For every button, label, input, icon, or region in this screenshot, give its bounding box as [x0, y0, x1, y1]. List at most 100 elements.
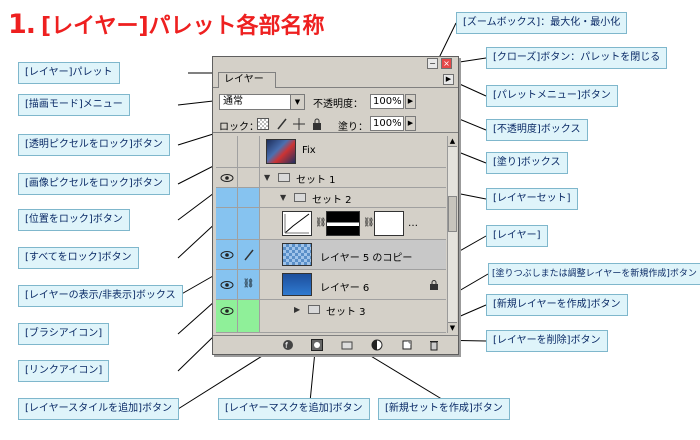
expand-triangle-icon[interactable]: ▶ [294, 305, 301, 314]
zoom-box-button[interactable]: − [427, 58, 438, 69]
layer-list: Fix ▼ セット 1 ▼ セット 2 ⛓ ⛓ [216, 136, 446, 333]
lock-all-button[interactable] [311, 118, 323, 130]
layer-set-row-3[interactable]: ▶ セット 3 [216, 300, 446, 333]
label-add-layer-mask: [レイヤーマスクを追加]ボタン [218, 398, 370, 420]
label-lock-image: [画像ピクセルをロック]ボタン [18, 173, 170, 195]
label-layer: [レイヤー] [486, 225, 548, 247]
layer-list-scrollbar[interactable]: ▲ ▼ [447, 136, 457, 333]
lock-transparent-pixels-button[interactable] [257, 118, 269, 130]
layer-thumbnail [266, 139, 296, 164]
palette-titlebar[interactable]: − × [213, 57, 458, 70]
heading-title: [レイヤー]パレット各部名称 [41, 14, 325, 39]
label-lock-transparent: [透明ピクセルをロック]ボタン [18, 134, 170, 156]
link-box[interactable]: ⛓ [238, 270, 260, 299]
lock-label: ロック： [219, 122, 259, 133]
add-layer-style-button[interactable]: f [282, 339, 294, 351]
heading-number: 1. [8, 8, 36, 40]
layer-row-6[interactable]: ⛓ レイヤー 6 [216, 270, 446, 300]
chain-link-icon: ⛓ [363, 218, 375, 228]
eye-icon [220, 281, 233, 289]
adjustment-layer-row[interactable]: ⛓ ⛓ … [216, 208, 446, 240]
chain-link-icon: ⛓ [315, 218, 327, 228]
visibility-box[interactable] [216, 270, 238, 299]
label-brush-icon: [ブラシアイコン] [18, 323, 110, 345]
half-circle-icon [371, 339, 383, 351]
folder-icon [278, 173, 290, 182]
expand-triangle-icon[interactable]: ▼ [280, 193, 287, 202]
add-layer-mask-button[interactable] [311, 339, 323, 351]
fill-stepper[interactable]: ▶ [405, 116, 416, 131]
visibility-box[interactable] [216, 188, 238, 207]
curves-icon [284, 213, 310, 234]
opacity-stepper[interactable]: ▶ [405, 94, 416, 109]
lock-icon [430, 280, 438, 290]
vector-mask-thumbnail [374, 211, 404, 236]
layer-style-icon: f [283, 340, 293, 350]
layer-mask-thumbnail [326, 211, 360, 236]
close-button[interactable]: × [441, 58, 452, 69]
layer-row-selected[interactable]: レイヤー 5 のコピー [216, 240, 446, 270]
brush-box[interactable] [238, 240, 260, 269]
opacity-input[interactable]: 100% [370, 94, 404, 109]
label-layer-set: [レイヤーセット] [486, 188, 578, 210]
link-box[interactable] [238, 168, 260, 187]
layer-set-row-1[interactable]: ▼ セット 1 [216, 168, 446, 188]
label-blend-mode: [描画モード]メニュー [18, 94, 130, 116]
layer-set-name: セット 3 [326, 307, 366, 318]
layer-set-row-2[interactable]: ▼ セット 2 [216, 188, 446, 208]
visibility-box[interactable] [216, 168, 238, 187]
trash-icon [430, 341, 438, 351]
label-lock-all: [すべてをロック]ボタン [18, 247, 139, 269]
label-link-icon: [リンクアイコン] [18, 360, 110, 382]
folder-icon [308, 305, 320, 314]
layer-thumbnail [282, 273, 312, 296]
visibility-box[interactable] [216, 208, 238, 239]
eye-icon [220, 251, 233, 259]
label-new-fill-adjustment: [塗りつぶしまたは調整レイヤーを新規作成]ボタン [488, 263, 700, 285]
chain-link-icon: ⛓ [242, 279, 255, 289]
label-delete-layer: [レイヤーを削除]ボタン [486, 330, 608, 352]
tab-layers[interactable]: レイヤー [218, 72, 276, 88]
label-zoom-box: [ズームボックス]：最大化・最小化 [456, 12, 628, 34]
lock-image-pixels-button[interactable] [276, 118, 288, 130]
scroll-thumb[interactable] [448, 196, 457, 232]
palette-bottom-bar: f [213, 335, 458, 353]
expand-triangle-icon[interactable]: ▼ [264, 173, 271, 182]
lock-position-button[interactable] [293, 118, 305, 130]
curves-thumbnail [282, 211, 312, 236]
scroll-down-icon[interactable]: ▼ [448, 322, 457, 333]
delete-layer-button[interactable] [428, 339, 440, 351]
layer-row-fix[interactable]: Fix [216, 136, 446, 168]
folder-icon [294, 193, 306, 202]
move-icon [293, 118, 305, 130]
paintbrush-icon [243, 249, 254, 261]
scroll-up-icon[interactable]: ▲ [448, 136, 457, 147]
blend-mode-menu[interactable]: 通常 ▼ [219, 94, 305, 110]
fill-input[interactable]: 100% [370, 116, 404, 131]
layer-name: レイヤー 5 のコピー [320, 253, 413, 264]
link-box[interactable] [238, 300, 260, 332]
new-fill-adjustment-layer-button[interactable] [371, 339, 383, 351]
layer-name: Fix [302, 145, 316, 156]
label-lock-position: [位置をロック]ボタン [18, 209, 130, 231]
layer-set-name: セット 2 [312, 195, 352, 206]
chevron-down-icon: ▼ [290, 95, 304, 109]
label-opacity: [不透明度]ボックス [486, 119, 588, 141]
folder-icon [341, 341, 353, 350]
link-box[interactable] [238, 136, 260, 167]
visibility-box[interactable] [216, 136, 238, 167]
link-box[interactable] [238, 188, 260, 207]
visibility-box[interactable] [216, 240, 238, 269]
label-fill: [塗り]ボックス [486, 152, 568, 174]
svg-text:f: f [285, 341, 288, 350]
paintbrush-icon [277, 118, 287, 130]
link-box[interactable] [238, 208, 260, 239]
visibility-box[interactable] [216, 300, 238, 332]
palette-menu-button[interactable]: ▶ [443, 74, 454, 85]
lock-icon [313, 118, 321, 130]
label-palette-menu: [パレットメニュー]ボタン [486, 85, 618, 107]
new-layer-button[interactable] [401, 339, 413, 351]
label-close-button: [クローズ]ボタン：パレットを閉じる [486, 47, 668, 69]
new-set-button[interactable] [341, 339, 353, 351]
new-layer-icon [402, 340, 412, 350]
